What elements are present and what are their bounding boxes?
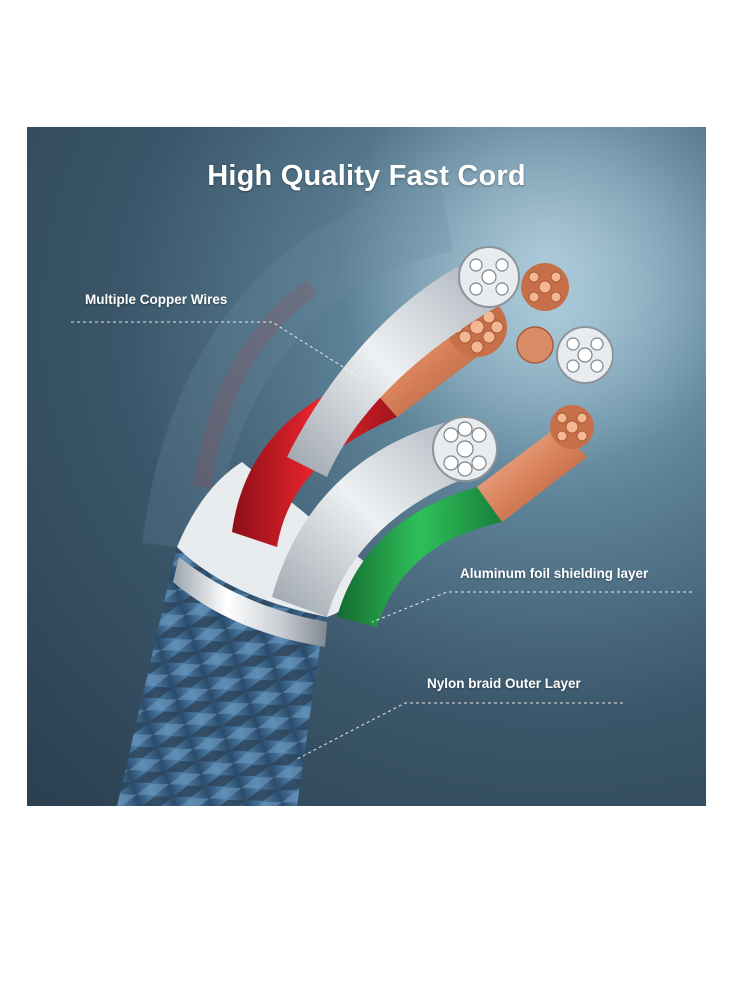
nylon-layer-leader-line	[296, 702, 623, 760]
background-blur-cable	[142, 182, 455, 552]
copper-wires-leader-line	[71, 321, 363, 380]
foil-layer-leader-line	[371, 591, 692, 623]
silver-shield-strands	[272, 422, 482, 617]
headline-title: High Quality Fast Cord	[207, 160, 526, 192]
callout-copper-wires: Multiple Copper Wires	[85, 292, 228, 307]
callout-foil-layer: Aluminum foil shielding layer	[460, 566, 649, 581]
callout-nylon-layer: Nylon braid Outer Layer	[427, 676, 581, 691]
center-copper-core	[516, 326, 554, 364]
cable-illustration	[71, 127, 706, 806]
green-wire	[337, 487, 502, 627]
product-image-panel: High Quality Fast Cord Multiple Copper W…	[27, 127, 706, 806]
